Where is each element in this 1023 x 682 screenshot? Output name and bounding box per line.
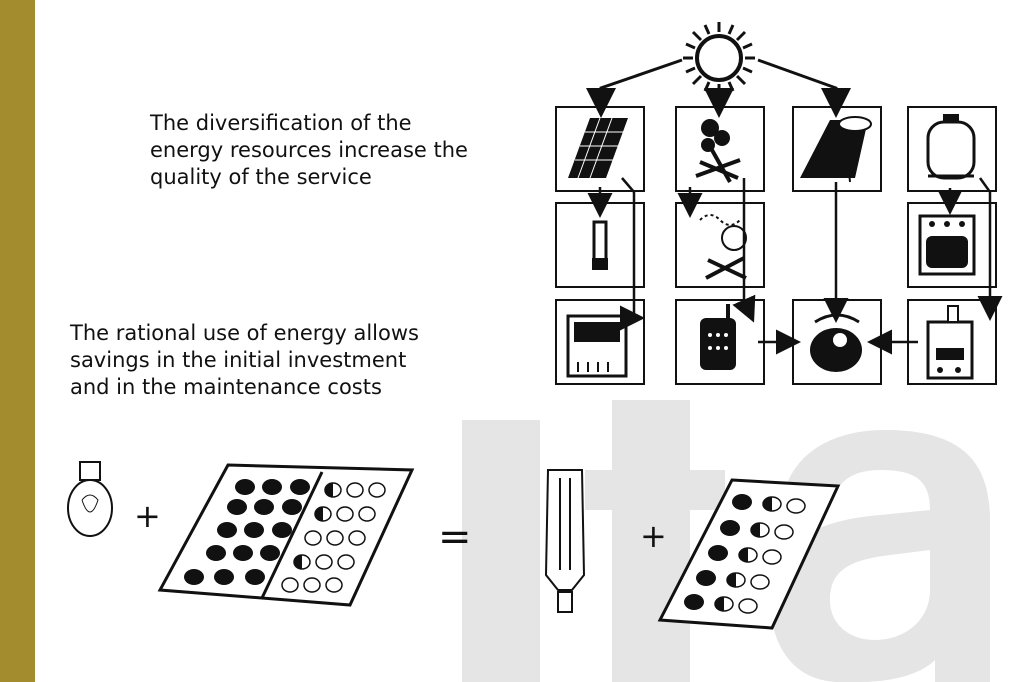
- rational-use-line: and in the maintenance costs: [70, 375, 382, 399]
- gas-cylinder-icon: [926, 114, 976, 180]
- rational-use-text: The rational use of energy allows saving…: [70, 320, 419, 401]
- diversification-line: The diversification of the: [150, 111, 412, 135]
- diversification-line: quality of the service: [150, 165, 372, 189]
- plus-symbol-2: +: [640, 517, 667, 555]
- equals-symbol: =: [438, 514, 472, 560]
- water-heater-tank-icon: [700, 304, 736, 370]
- solar-panel-icon: [568, 117, 628, 179]
- shower-icon: [810, 313, 862, 372]
- cooking-fire-icon: [699, 214, 747, 280]
- sun-icon: [683, 22, 755, 94]
- large-solar-panel-icon: [157, 463, 415, 607]
- gas-stove-icon: [918, 214, 976, 276]
- diversification-text: The diversification of the energy resour…: [150, 110, 468, 191]
- small-solar-panel-icon: [657, 478, 841, 630]
- cfl-lamp-icon: [592, 220, 608, 270]
- gas-boiler-icon: [926, 305, 974, 380]
- solar-water-heater-icon: [800, 116, 872, 183]
- refrigerator-icon: [566, 314, 628, 378]
- rational-use-line: savings in the initial investment: [70, 348, 407, 372]
- fluorescent-tube-icon: [544, 469, 586, 613]
- incandescent-bulb-icon: [67, 461, 113, 537]
- rational-use-line: The rational use of energy allows: [70, 321, 419, 345]
- firewood-icon: [695, 119, 741, 183]
- diversification-line: energy resources increase the: [150, 138, 468, 162]
- gold-sidebar: [0, 0, 35, 682]
- plus-symbol: +: [134, 497, 161, 535]
